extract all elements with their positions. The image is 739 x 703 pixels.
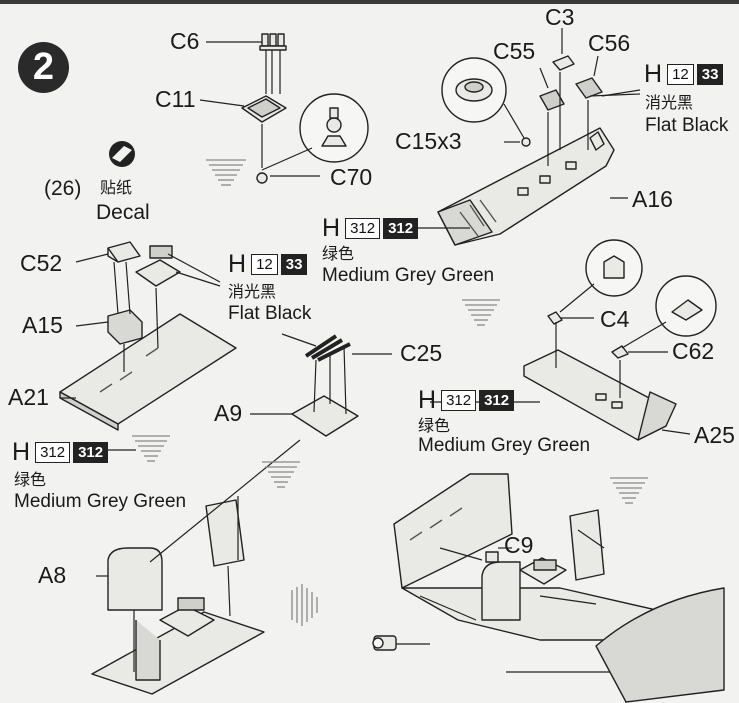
part-c56 — [575, 77, 603, 99]
paint-code-light: 12 — [667, 64, 694, 85]
decal-label-cn: 贴纸 — [100, 178, 133, 197]
paint-callout-grey-green-a21: H 312 312 — [12, 438, 109, 466]
decal-icon — [109, 141, 135, 167]
arrow-down-upper-center — [206, 159, 246, 186]
label-c56: C56 — [588, 30, 631, 56]
decal-label-en: Decal — [96, 201, 150, 224]
part-a8 — [107, 547, 163, 611]
part-seat-frame-a21 — [135, 259, 181, 287]
paint-code-dark: 33 — [696, 64, 724, 85]
paint-code-light: 312 — [35, 442, 71, 463]
label-c70: C70 — [330, 164, 373, 190]
detail-part-c9 — [372, 635, 397, 651]
part-a9 — [291, 395, 359, 437]
label-a16: A16 — [632, 186, 673, 212]
paint-name-cn: 消光黑 — [228, 282, 277, 301]
paint-name-cn: 消光黑 — [645, 93, 694, 112]
part-c15 — [521, 137, 531, 147]
bottom-right-bulkhead — [569, 509, 605, 581]
part-c70 — [256, 172, 268, 184]
paint-brand: H — [644, 60, 663, 88]
paint-code-dark: 312 — [73, 442, 109, 463]
paint-name-cn: 绿色 — [14, 470, 47, 489]
label-a8: A8 — [38, 562, 67, 588]
label-c6: C6 — [170, 28, 200, 54]
paint-code-light: 12 — [251, 254, 278, 275]
paint-name-en: Medium Grey Green — [322, 265, 495, 286]
paint-brand: H — [322, 214, 341, 242]
part-c55 — [539, 89, 565, 111]
label-c11: C11 — [155, 86, 196, 112]
bottom-left-floor — [91, 611, 265, 695]
arrow-down-right-lower — [610, 477, 648, 504]
leader-lines — [60, 28, 691, 673]
paint-code-dark: 33 — [280, 254, 308, 275]
paint-name-en: Medium Grey Green — [418, 435, 591, 456]
assembly-arrows — [132, 159, 648, 626]
part-c3 — [552, 55, 575, 71]
part-a15 — [107, 309, 143, 345]
top-rule — [0, 0, 739, 4]
paint-callout-grey-green-a25: H 312 312 — [418, 386, 515, 414]
paint-name-cn: 绿色 — [322, 244, 355, 263]
step-number-badge: 2 — [18, 42, 69, 93]
label-a9: A9 — [214, 400, 243, 426]
paint-brand: H — [418, 386, 437, 414]
paint-name-en: Flat Black — [228, 303, 312, 324]
part-c9 — [485, 551, 499, 563]
arrow-down-left — [132, 435, 170, 462]
part-c25 — [304, 334, 351, 362]
fuselage-side-panel — [393, 473, 513, 589]
label-c25: C25 — [400, 340, 443, 366]
label-c52: C52 — [20, 250, 63, 276]
paint-name-en: Medium Grey Green — [14, 491, 187, 512]
label-c4: C4 — [600, 306, 630, 332]
arrow-down-center — [262, 461, 300, 488]
label-c3: C3 — [545, 4, 575, 30]
paint-code-light: 312 — [345, 218, 381, 239]
paint-code-light: 312 — [441, 390, 477, 411]
arrow-down-right-mid — [462, 299, 500, 326]
label-c55: C55 — [493, 38, 536, 64]
paint-brand: H — [12, 438, 31, 466]
arrow-right-bottom — [291, 584, 318, 626]
part-c62 — [611, 345, 629, 359]
part-c52 — [107, 241, 141, 263]
paint-code-dark: 312 — [383, 218, 419, 239]
paint-name-en: Flat Black — [645, 115, 729, 136]
label-c15x3: C15x3 — [395, 128, 462, 154]
label-c62: C62 — [672, 338, 715, 364]
label-a15: A15 — [22, 312, 63, 338]
decal-number: (26) — [44, 177, 82, 200]
paint-name-cn: 绿色 — [418, 416, 451, 435]
paint-callout-grey-green-a16: H 312 312 — [322, 214, 419, 242]
paint-callout-flat-black-mid: H 12 33 — [228, 250, 308, 278]
paint-code-dark: 312 — [479, 390, 515, 411]
part-c4 — [547, 311, 563, 325]
bottom-left-bulkhead — [205, 499, 245, 567]
paint-brand: H — [228, 250, 247, 278]
part-c6 — [259, 33, 287, 51]
label-a21: A21 — [8, 384, 49, 410]
fuselage-curved-panel — [595, 587, 725, 703]
label-c9: C9 — [504, 532, 534, 558]
paint-callout-flat-black-top: H 12 33 — [644, 60, 724, 88]
label-a25: A25 — [694, 422, 735, 448]
